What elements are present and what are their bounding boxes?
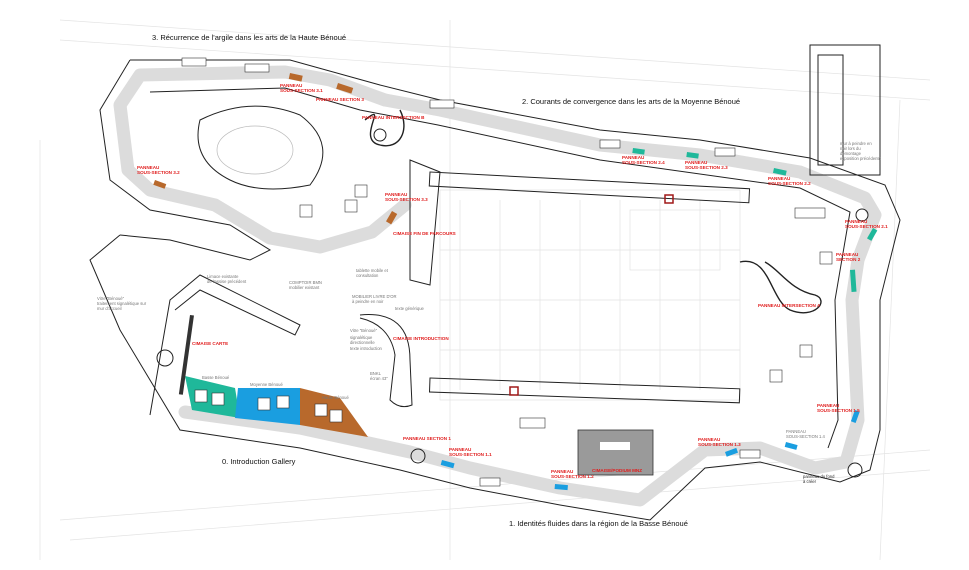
label-p22-2: SOUS-SECTION 2.2 — [768, 181, 811, 186]
label-p32: PANNEAU — [137, 165, 160, 170]
label-p31-2: SOUS-SECTION 3.1 — [280, 88, 323, 93]
label-fin-parcours: CIMAISE FIN DE PARCOURS — [393, 231, 456, 236]
note-basse: Basse Bénoué — [202, 375, 230, 380]
panel-markers — [153, 73, 878, 491]
note-limace: Limace existante — [207, 274, 239, 279]
note-livre-dor-2: à peindre en noir — [352, 299, 384, 304]
note-haute: Haute Bénoué — [322, 395, 349, 400]
note-vitre-intro: Vitre "Bénoué" — [350, 328, 378, 333]
label-p13-2: SOUS-SECTION 1.3 — [698, 442, 741, 447]
label-section-2-2: SECTION 2 — [836, 257, 861, 262]
note-vitre-accueil: Vitre "Bénoué" — [97, 296, 125, 301]
note-mur-noir: mur à peindre en — [840, 141, 872, 146]
note-vitre-accueil-3: mur d'accueil — [97, 306, 122, 311]
note-mur-noir-4: exposition précédente — [840, 156, 882, 161]
label-cimaise-carte: CIMAISE CARTE — [192, 341, 228, 346]
title-section-1: 1. Identités fluides dans la région de l… — [509, 519, 688, 528]
note-vitre-intro-3: directionnelle — [350, 340, 375, 345]
note-ecran: BNKL — [370, 371, 382, 376]
label-p15-2: SOUS-SECTION 1.5 — [817, 408, 860, 413]
label-p33: PANNEAU — [385, 192, 408, 197]
showcases — [181, 57, 833, 487]
walkway-loop — [113, 65, 882, 507]
note-vitre-accueil-2: traitement signalétique sur — [97, 301, 147, 306]
label-intersection-a: PANNEAU INTERSECTION A — [758, 303, 821, 308]
note-limace-2: de l'assise précédent — [207, 279, 247, 284]
label-p23: PANNEAU — [685, 160, 708, 165]
title-section-0: 0. Introduction Gallery — [222, 457, 296, 466]
label-p24: PANNEAU — [622, 155, 645, 160]
introduction-platforms — [185, 376, 368, 437]
note-ecran-2: écran 43" — [370, 376, 388, 381]
label-p33-2: SOUS-SECTION 3.3 — [385, 197, 428, 202]
label-p11-2: SOUS-SECTION 1.1 — [449, 452, 492, 457]
label-p15: PANNEAU — [817, 403, 840, 408]
note-vitre-intro-4: texte introduction — [350, 346, 383, 351]
label-p31: PANNEAU — [280, 83, 303, 88]
label-section-1: PANNEAU SECTION 1 — [403, 436, 451, 441]
label-p14-2: SOUS-SECTION 1.4 — [786, 434, 826, 439]
note-vitre-intro-2: signalétique — [350, 335, 373, 340]
label-section-3: PANNEAU SECTION 3 — [316, 97, 364, 102]
svg-text:Vitre "Bénoué"traitement signa: Vitre "Bénoué"traitement signalétique su… — [97, 296, 147, 311]
note-tablette-2: consultation — [356, 273, 379, 278]
label-section-2: PANNEAU — [836, 252, 859, 257]
label-podium: CIMAISE/PODIUM MNZ — [592, 468, 642, 473]
title-section-2: 2. Courants de convergence dans les arts… — [522, 97, 740, 106]
note-mur-noir-2: noir lors du — [840, 146, 861, 151]
section-titles: 3. Récurrence de l'argile dans les arts … — [152, 33, 740, 528]
label-p14: PANNEAU — [786, 429, 806, 434]
note-fond: panneau du fond — [803, 474, 835, 479]
label-p12-2: SOUS-SECTION 1.2 — [551, 474, 594, 479]
label-p22: PANNEAU — [768, 176, 791, 181]
label-cimaise-introduction: CIMAISE INTRODUCTION — [393, 336, 449, 341]
note-fond-2: à créer — [803, 479, 817, 484]
label-p23-2: SOUS-SECTION 2.3 — [685, 165, 728, 170]
walls — [89, 44, 901, 521]
annotations: Basse Bénoué Moyenne Bénoué Haute Bénoué… — [97, 141, 882, 484]
note-comptoir-2: mobilier existant — [289, 285, 320, 290]
note-livre-dor: MOBILIER LIVRE D'OR — [352, 294, 397, 299]
note-tablette: tablette mobile et — [356, 268, 389, 273]
note-comptoir: COMPTOIR BMN — [289, 280, 322, 285]
label-p12: PANNEAU — [551, 469, 574, 474]
label-p32-2: SOUS-SECTION 3.2 — [137, 170, 180, 175]
label-p11: PANNEAU — [449, 447, 472, 452]
note-moyenne: Moyenne Bénoué — [250, 382, 283, 387]
note-texte-generique: texte générique — [395, 306, 425, 311]
label-p21: PANNEAU — [845, 219, 868, 224]
label-p21-2: SOUS-SECTION 2.1 — [845, 224, 888, 229]
label-p13: PANNEAU — [698, 437, 721, 442]
svg-text:MOBILIER LIVRE D'ORà peindre e: MOBILIER LIVRE D'ORà peindre en noir — [352, 294, 397, 304]
label-intersection-b: PANNEAU INTERSECTION B — [362, 115, 425, 120]
label-p24-2: SOUS-SECTION 2.4 — [622, 160, 665, 165]
note-mur-noir-3: démontage — [840, 151, 862, 156]
title-section-3: 3. Récurrence de l'argile dans les arts … — [152, 33, 346, 42]
